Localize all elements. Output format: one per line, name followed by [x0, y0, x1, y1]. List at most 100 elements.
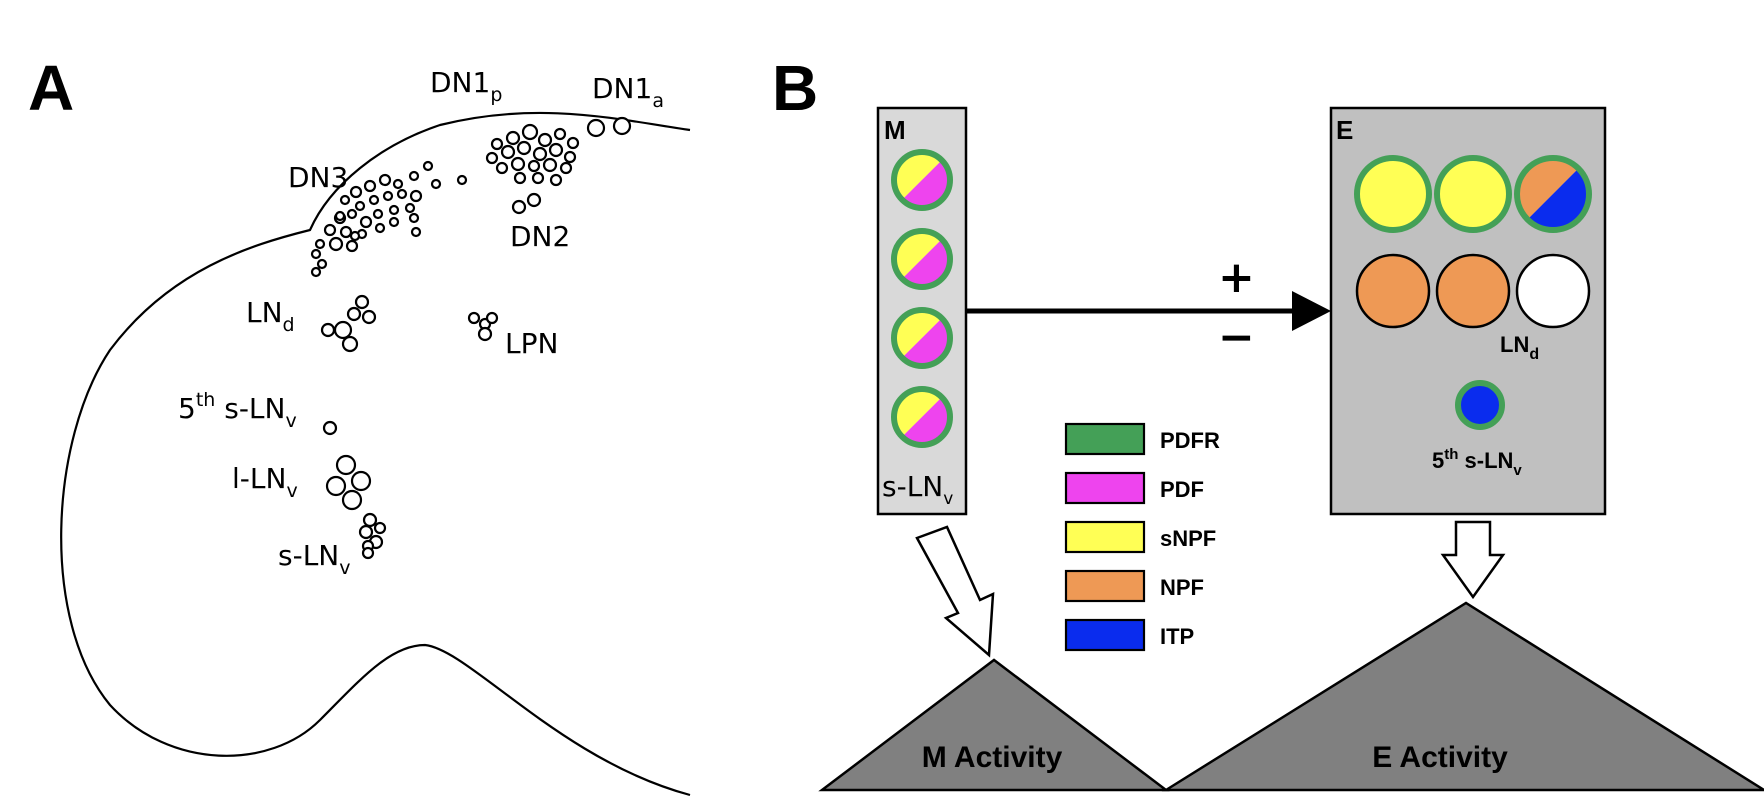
label-llnv: l-LNv	[232, 462, 298, 502]
neuron-cell	[374, 222, 386, 234]
neuron-cell	[422, 160, 434, 172]
label-dn1p: DN1p	[430, 66, 502, 106]
neuron-cell	[368, 194, 380, 206]
neuron-cell	[322, 420, 338, 436]
neuron-cell	[477, 326, 493, 342]
label-lnd: LNd	[246, 296, 295, 336]
neuron-cell	[409, 189, 423, 203]
label-lnd-script: d	[283, 314, 295, 336]
neuron-cell	[314, 238, 326, 250]
neuron-cell	[511, 199, 527, 215]
neuron-cell	[548, 142, 564, 158]
neuron-cell	[532, 146, 548, 162]
legend-swatch	[1064, 618, 1146, 652]
cell-marker	[1435, 253, 1511, 329]
neuron-cell	[527, 159, 541, 173]
neuron-cell	[361, 546, 375, 560]
label-slnv: s-LNv	[278, 539, 351, 579]
e-box-cells	[1354, 155, 1592, 430]
neuron-cell	[542, 157, 558, 173]
panel-a: A DN1p DN1a DN3 DN2 LNd LPN 5th s-LNv l-…	[28, 52, 691, 797]
legend-swatch	[1064, 422, 1146, 456]
neuron-cell	[373, 521, 387, 535]
e-output-arrow	[1440, 520, 1506, 600]
legend-swatch	[1064, 520, 1146, 554]
cell-marker	[1434, 155, 1512, 233]
m-box-cells	[891, 149, 953, 448]
neuron-cell	[359, 215, 373, 229]
neuron-cell	[363, 179, 377, 193]
neuron-cell	[559, 161, 573, 175]
m-box-title: M	[884, 115, 906, 145]
neuron-cell	[323, 223, 337, 237]
neuron-cell	[500, 144, 516, 160]
cell-marker	[891, 386, 953, 448]
label-dn2: DN2	[510, 220, 570, 253]
neuron-cell	[354, 200, 366, 212]
neuron-cell	[510, 156, 526, 172]
neuron-cell	[549, 173, 563, 187]
neuron-cell	[354, 294, 370, 310]
e-activity-label: E Activity	[1372, 741, 1508, 774]
neuron-cell	[325, 475, 347, 497]
plus-sign: +	[1218, 252, 1255, 303]
neuron-cell	[362, 512, 378, 528]
neuron-cell	[346, 306, 362, 322]
neuron-cell	[334, 210, 346, 222]
label-lpn: LPN	[505, 327, 558, 360]
neuron-cell	[345, 239, 359, 253]
neuron-cell	[456, 174, 468, 186]
neuron-cell	[388, 204, 400, 216]
cell-marker	[1455, 380, 1505, 430]
neuron-cell	[531, 171, 545, 185]
neuron-cell	[537, 132, 553, 148]
label-dn1a-script: a	[652, 90, 664, 112]
cell-marker	[1354, 155, 1432, 233]
neuron-cell	[378, 173, 392, 187]
neuron-cell	[467, 311, 481, 325]
label-fifth-slnv: 5th s-LNv	[178, 389, 297, 432]
neuron-cell	[563, 150, 577, 164]
neuron-cell	[404, 202, 416, 214]
neuron-cell	[392, 178, 404, 190]
neuron-cell	[310, 266, 322, 278]
neuron-cell	[333, 320, 353, 340]
neuron-cell	[341, 489, 363, 511]
neuron-cell	[382, 190, 394, 202]
legend-label: PDFR	[1160, 428, 1220, 453]
neuron-cell	[485, 311, 499, 325]
label-dn1p-script: p	[490, 84, 502, 106]
m-activity-label: M Activity	[922, 741, 1063, 774]
neuron-cell	[339, 225, 353, 239]
neuron-cell	[316, 258, 328, 270]
cell-marker	[891, 307, 953, 369]
cell-marker	[891, 228, 953, 290]
m-box-label: s-LNv	[882, 470, 953, 509]
neuron-cell	[505, 130, 521, 146]
m-activity-triangle	[818, 658, 1170, 792]
neuron-cell	[320, 322, 336, 338]
neuron-cell	[430, 178, 442, 190]
legend-label: NPF	[1160, 575, 1204, 600]
neuron-cell	[310, 248, 322, 260]
e-box-title: E	[1336, 115, 1353, 145]
panel-b: B M s-LNv E LNd 5th s-LNv + − PDFRPDFsNP…	[772, 52, 1764, 792]
e-box-fifth-label: 5th s-LNv	[1432, 446, 1522, 479]
neuron-cell	[566, 136, 580, 150]
label-dn3: DN3	[288, 161, 348, 194]
neuron-cell	[410, 226, 422, 238]
neuron-cells	[310, 116, 632, 560]
neuron-cell	[350, 470, 372, 492]
m-to-e-arrowhead	[1292, 291, 1331, 331]
neuron-cell	[408, 170, 420, 182]
label-llnv-script: v	[286, 480, 297, 502]
neuron-cell	[516, 140, 532, 156]
neuron-cell	[341, 335, 359, 353]
panel-a-letter: A	[28, 52, 74, 124]
cell-marker	[1514, 155, 1592, 233]
cell-marker	[891, 149, 953, 211]
panel-b-letter: B	[772, 52, 818, 124]
neuron-cell	[358, 524, 374, 540]
